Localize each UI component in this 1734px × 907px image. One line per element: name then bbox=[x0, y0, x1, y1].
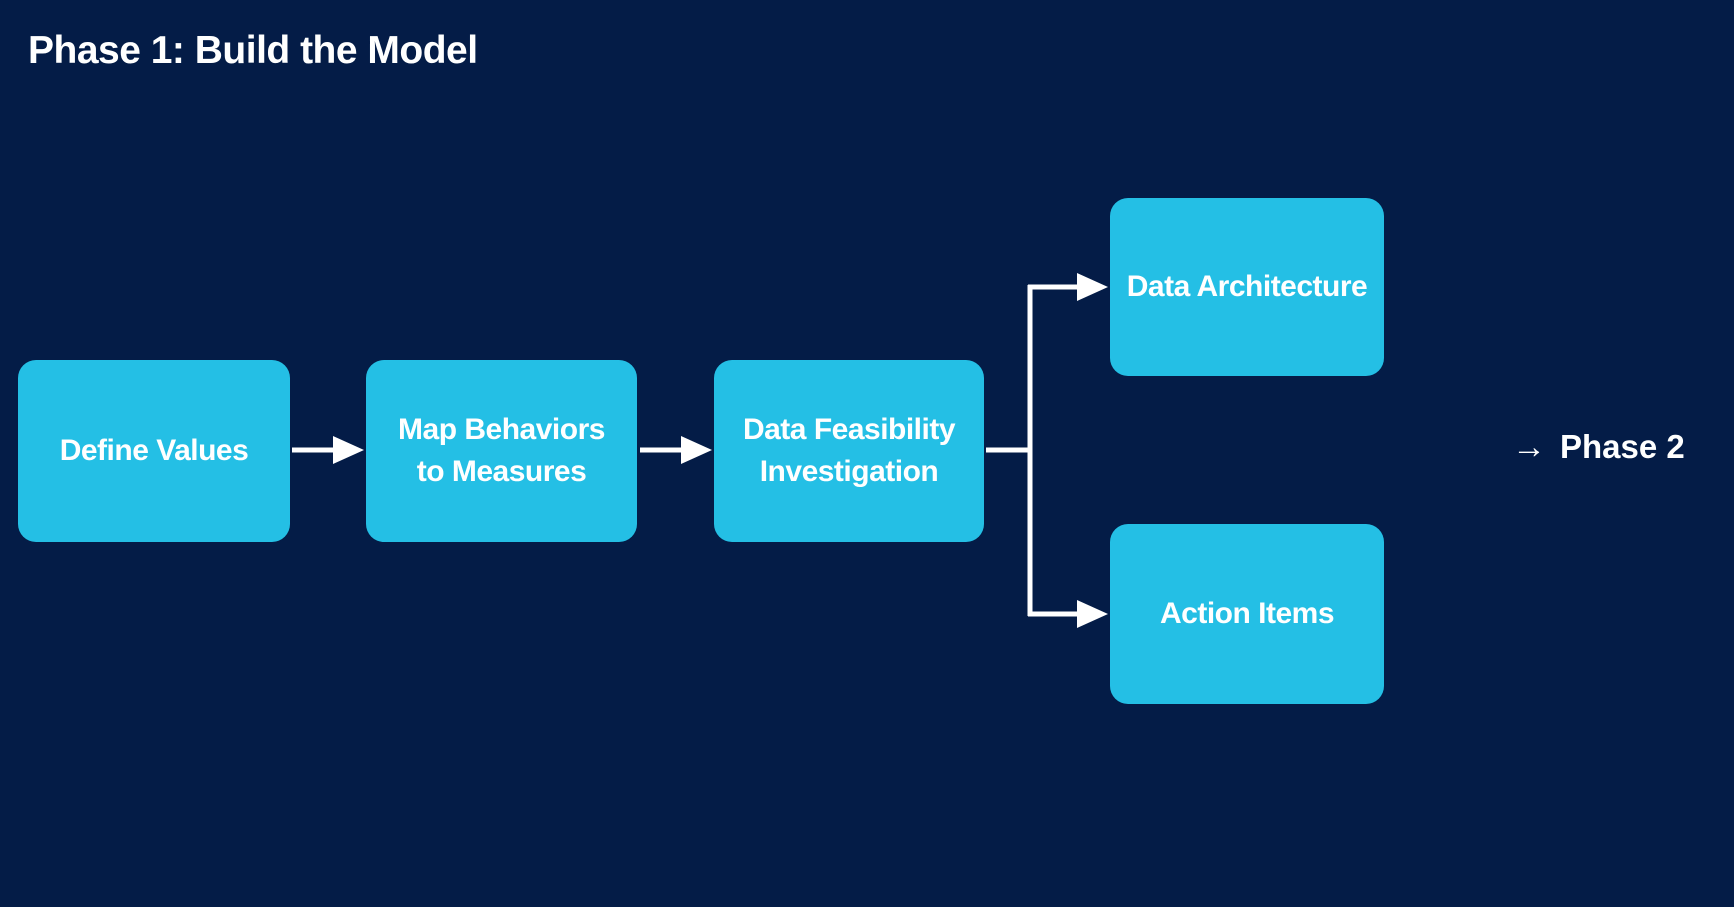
step-label: Data Feasibility Investigation bbox=[742, 413, 956, 488]
arrow-to-action-items bbox=[1028, 600, 1108, 628]
step-map-behaviors: Map Behaviors to Measures bbox=[366, 360, 637, 542]
step-label: Map Behaviors to Measures bbox=[398, 413, 605, 488]
step-data-architecture: Data Architecture bbox=[1110, 198, 1384, 376]
next-phase-label: Phase 2 bbox=[1560, 428, 1685, 465]
step-label: Data Architecture bbox=[1126, 270, 1368, 303]
page-title: Phase 1: Build the Model bbox=[28, 29, 478, 72]
step-label: Action Items bbox=[1159, 597, 1335, 630]
branch-connector bbox=[986, 285, 1033, 616]
arrow-to-data-architecture bbox=[1028, 273, 1108, 301]
arrow-map-to-feasibility bbox=[640, 436, 712, 464]
arrow-define-to-map bbox=[292, 436, 364, 464]
next-phase-indicator: → Phase 2 bbox=[1512, 428, 1685, 466]
step-action-items: Action Items bbox=[1110, 524, 1384, 704]
step-data-feasibility: Data Feasibility Investigation bbox=[714, 360, 984, 542]
step-define-values: Define Values bbox=[18, 360, 290, 542]
step-label: Define Values bbox=[59, 434, 249, 467]
arrow-right-icon: → bbox=[1512, 428, 1546, 466]
